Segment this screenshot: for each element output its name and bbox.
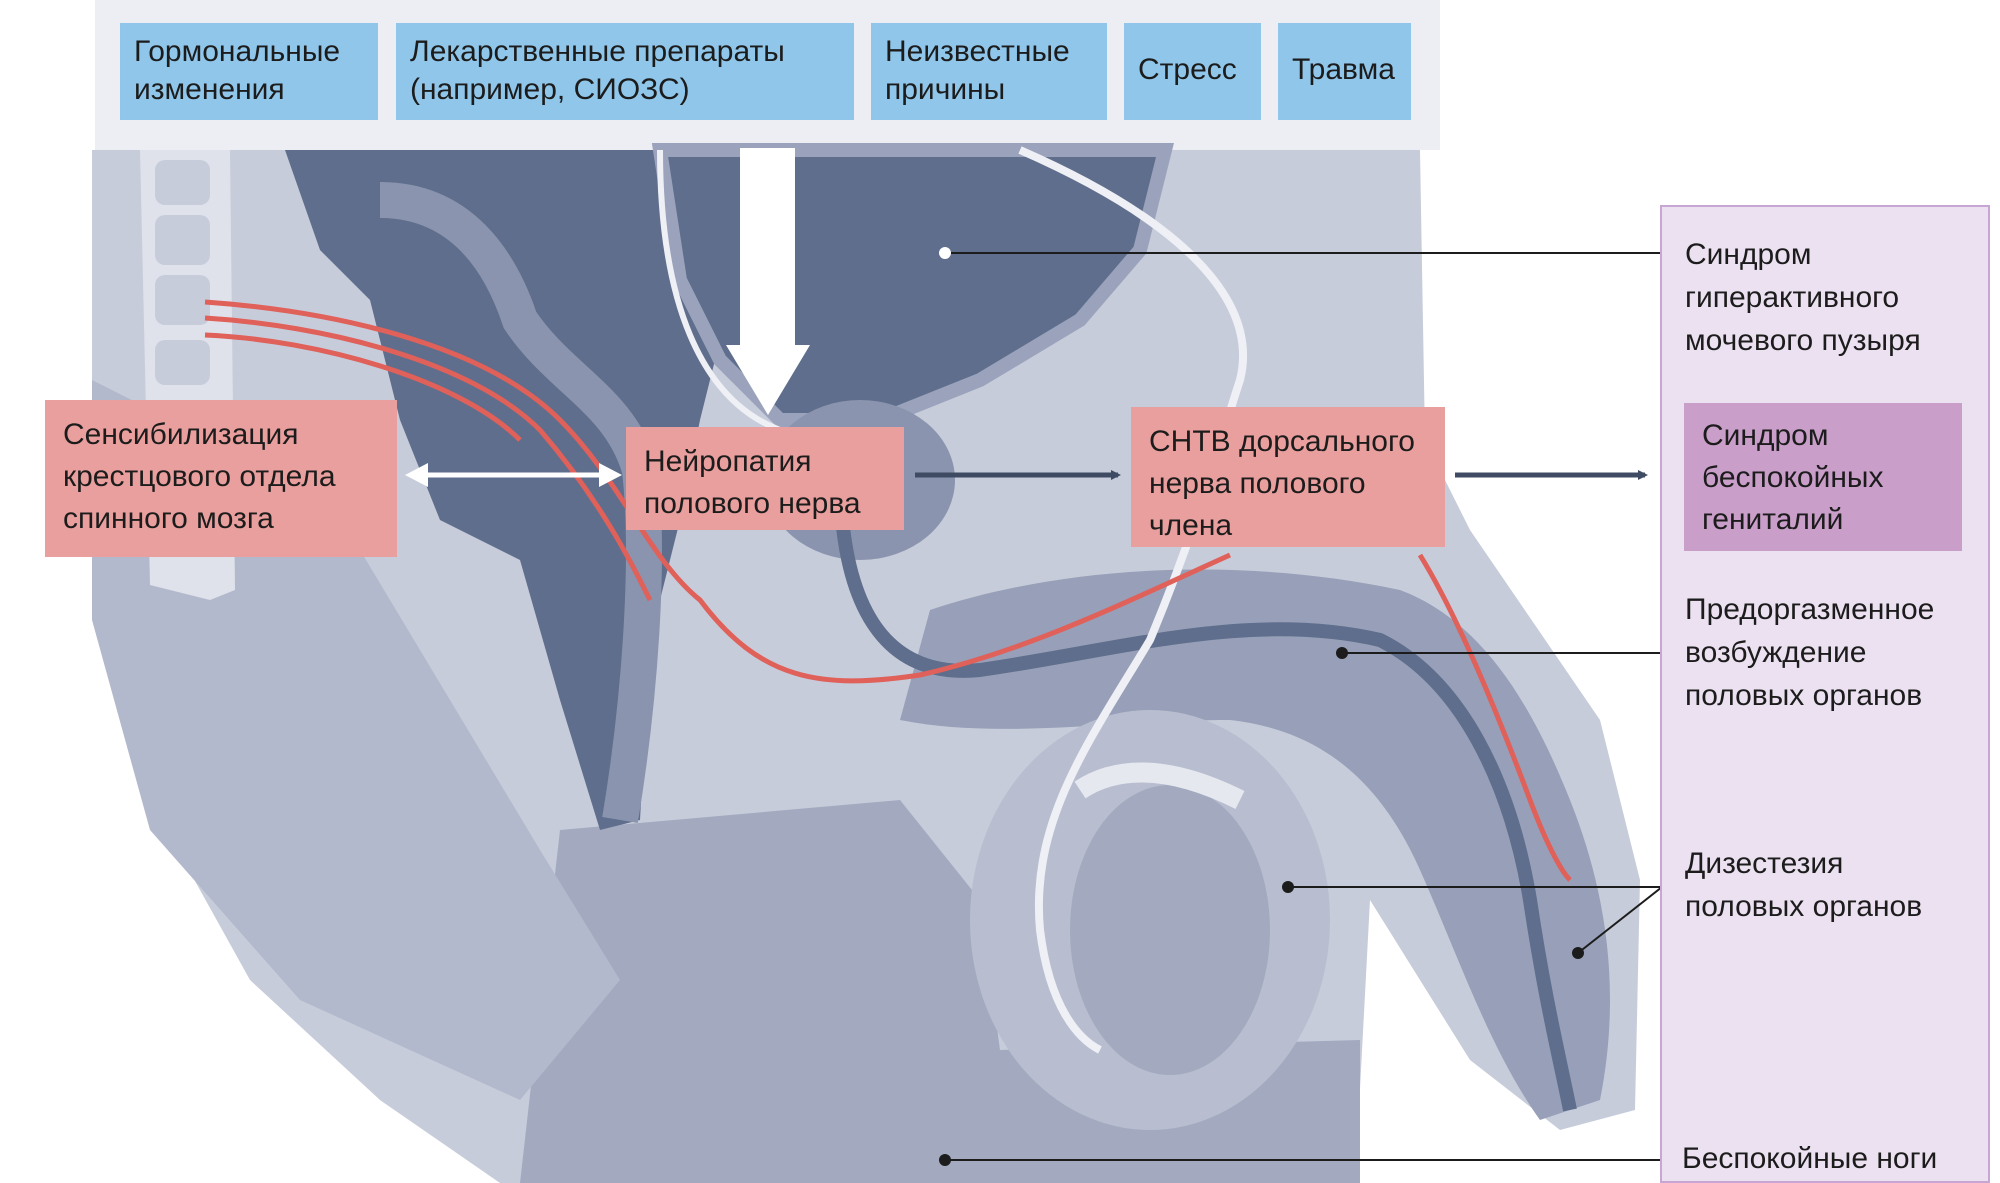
leader-lines	[945, 252, 1663, 1161]
cause-unknown-line1: Неизвестные	[885, 35, 1070, 68]
sacral-line1: Сенсибилизация	[63, 418, 299, 451]
cause-unknown-line2: причины	[885, 73, 1006, 106]
arousal-line1: Предоргазменное	[1685, 593, 1935, 626]
arousal-line2: возбуждение	[1685, 636, 1867, 669]
cause-stress-line1: Стресс	[1138, 53, 1237, 86]
cause-medications: Лекарственные препараты (например, СИОЗС…	[396, 23, 854, 120]
dorsal-line1: СНТВ дорсального	[1149, 425, 1415, 458]
pelvic-cavity	[285, 150, 790, 830]
cause-down-arrow	[726, 148, 810, 415]
cause-stress: Стресс	[1124, 23, 1261, 120]
dysesthesia-line1: Дизестезия	[1685, 847, 1844, 880]
bladder-line2: гиперактивного	[1685, 281, 1900, 314]
leader-dots	[939, 247, 1584, 1166]
cause-trauma-line1: Травма	[1292, 53, 1395, 86]
condition-preorgasmic-arousal: Предоргазменное возбуждение половых орга…	[1685, 588, 1934, 717]
condition-restless-legs: Беспокойные ноги	[1682, 1137, 1937, 1180]
pudendal-line1: Нейропатия	[644, 445, 812, 478]
bidirectional-arrow	[405, 463, 622, 487]
dysesthesia-line2: половых органов	[1685, 890, 1923, 923]
mechanism-pudendal-neuropathy: Нейропатия полового нерва	[626, 427, 904, 530]
cause-medications-line1: Лекарственные препараты	[410, 35, 785, 68]
rgs-line1: Синдром	[1702, 419, 1829, 452]
conditions-panel	[1660, 205, 1990, 1183]
nerves	[204, 299, 1572, 882]
mechanism-dorsal-nerve: СНТВ дорсального нерва полового члена	[1131, 407, 1445, 547]
condition-restless-genital-syndrome: Синдром беспокойных гениталий	[1684, 403, 1962, 551]
vertebrae	[155, 160, 210, 385]
cause-trauma: Травма	[1278, 23, 1411, 120]
condition-genital-dysesthesia: Дизестезия половых органов	[1685, 842, 1922, 928]
pudendal-line2: полового нерва	[644, 487, 861, 520]
dorsal-line2: нерва полового	[1149, 467, 1366, 500]
vas-deferens	[1018, 146, 1248, 1054]
rgs-line2: беспокойных	[1702, 461, 1884, 494]
cause-hormonal-line1: Гормональные	[134, 35, 341, 68]
legs-line1: Беспокойные ноги	[1682, 1142, 1938, 1175]
rgs-line3: гениталий	[1702, 503, 1844, 536]
arousal-line3: половых органов	[1685, 679, 1923, 712]
urethra	[833, 469, 1577, 1112]
cause-hormonal-line2: изменения	[134, 73, 285, 106]
sacral-line3: спинного мозга	[63, 502, 274, 535]
testis	[1070, 785, 1270, 1075]
bladder-line3: мочевого пузыря	[1685, 324, 1921, 357]
bladder-line1: Синдром	[1685, 238, 1812, 271]
cause-medications-line2: (например, СИОЗС)	[410, 73, 690, 106]
sacral-line2: крестцового отдела	[63, 460, 336, 493]
cause-hormonal: Гормональные изменения	[120, 23, 378, 120]
dorsal-line3: члена	[1149, 509, 1233, 542]
condition-overactive-bladder: Синдром гиперактивного мочевого пузыря	[1685, 233, 1921, 362]
mechanism-sacral-sensitization: Сенсибилизация крестцового отдела спинно…	[45, 400, 397, 557]
cause-unknown: Неизвестные причины	[871, 23, 1107, 120]
rectum	[379, 182, 662, 823]
penis	[900, 569, 1610, 1120]
